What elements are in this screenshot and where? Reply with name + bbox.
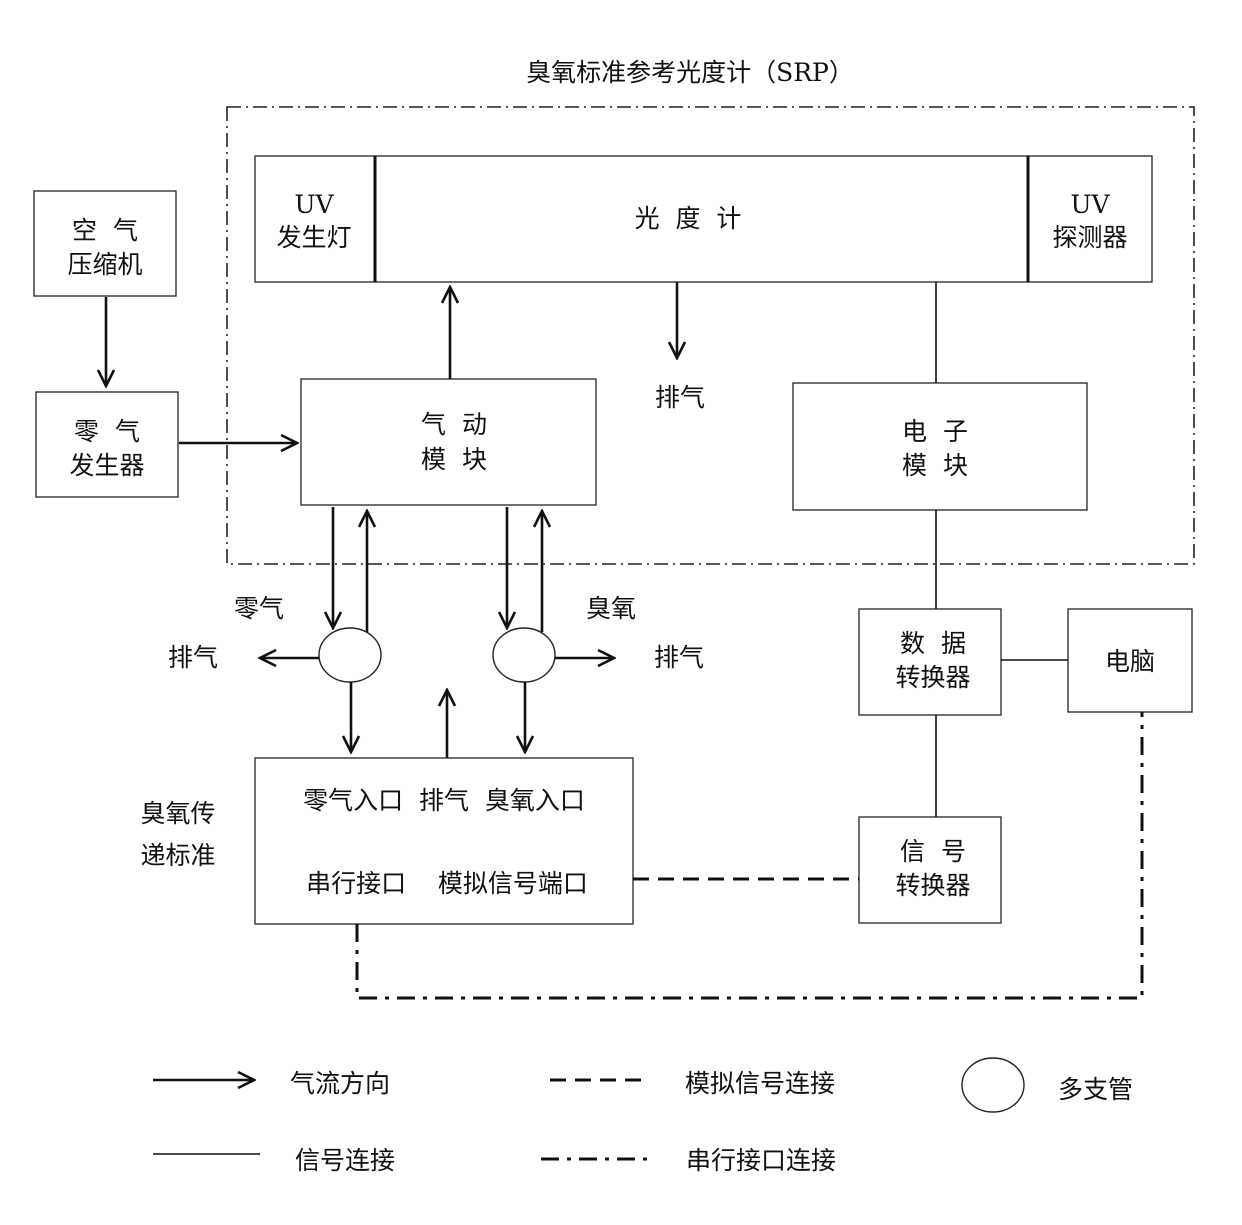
transfer-standard-side-label-1: 臭氧传	[140, 799, 215, 828]
diagram-title: 臭氧标准参考光度计（SRP）	[526, 58, 854, 87]
air-compressor-box	[33, 190, 177, 297]
zero-air-generator-box	[35, 391, 179, 498]
transfer-standard-row1: 零气入口 排气 臭氧入口	[303, 786, 585, 815]
exhaust-top-label: 排气	[655, 383, 705, 412]
serial-link-standard-to-computer	[355, 712, 1144, 1000]
uv-detector-label-1: UV	[1070, 190, 1110, 219]
photometer-label: 光 度 计	[635, 204, 742, 233]
data-converter-label-1: 数 据	[900, 629, 966, 658]
legend-signal-label: 信号连接	[295, 1146, 395, 1175]
air-compressor-label-1: 空 气	[72, 216, 138, 245]
zero-air-generator-label-1: 零 气	[74, 417, 140, 446]
air-compressor-label-2: 压缩机	[67, 250, 142, 279]
zero-air-generator-label-2: 发生器	[69, 451, 144, 480]
electronic-module-label-1: 电 子	[902, 417, 968, 446]
signal-converter-label-1: 信 号	[900, 837, 966, 866]
right-manifold	[492, 627, 556, 683]
legend-airflow-label: 气流方向	[290, 1069, 390, 1098]
transfer-standard-box	[254, 757, 634, 925]
exhaust-right-label: 排气	[654, 643, 704, 672]
transfer-standard-row2: 串行接口 模拟信号端口	[306, 869, 588, 898]
ozone-flow-label: 臭氧	[586, 594, 636, 623]
data-converter-box	[858, 608, 1002, 716]
srp-enclosure	[226, 106, 1195, 565]
computer-label: 电脑	[1105, 647, 1155, 676]
pneumatic-module-label-2: 模 块	[421, 445, 487, 474]
transfer-standard-side-label-2: 递标准	[140, 841, 215, 870]
legend-analog-label: 模拟信号连接	[685, 1069, 835, 1098]
photometer-box	[254, 155, 1153, 283]
legend-manifold-label: 多支管	[1058, 1075, 1133, 1104]
pneumatic-module-box	[300, 378, 597, 506]
data-converter-label-2: 转换器	[895, 663, 970, 692]
legend-serial-label: 串行接口连接	[686, 1146, 836, 1175]
zero-air-flow-label: 零气	[234, 594, 284, 623]
uv-lamp-label-1: UV	[294, 190, 334, 219]
electronic-module-label-2: 模 块	[902, 451, 968, 480]
pneumatic-module-label-1: 气 动	[421, 410, 487, 439]
signal-converter-box	[858, 816, 1002, 924]
left-manifold	[318, 627, 382, 683]
legend-manifold-symbol	[961, 1057, 1025, 1113]
uv-lamp-label-2: 发生灯	[276, 223, 351, 252]
exhaust-left-label: 排气	[168, 643, 218, 672]
uv-detector-label-2: 探测器	[1052, 223, 1127, 252]
electronic-module-box	[792, 382, 1088, 511]
signal-converter-label-2: 转换器	[895, 871, 970, 900]
